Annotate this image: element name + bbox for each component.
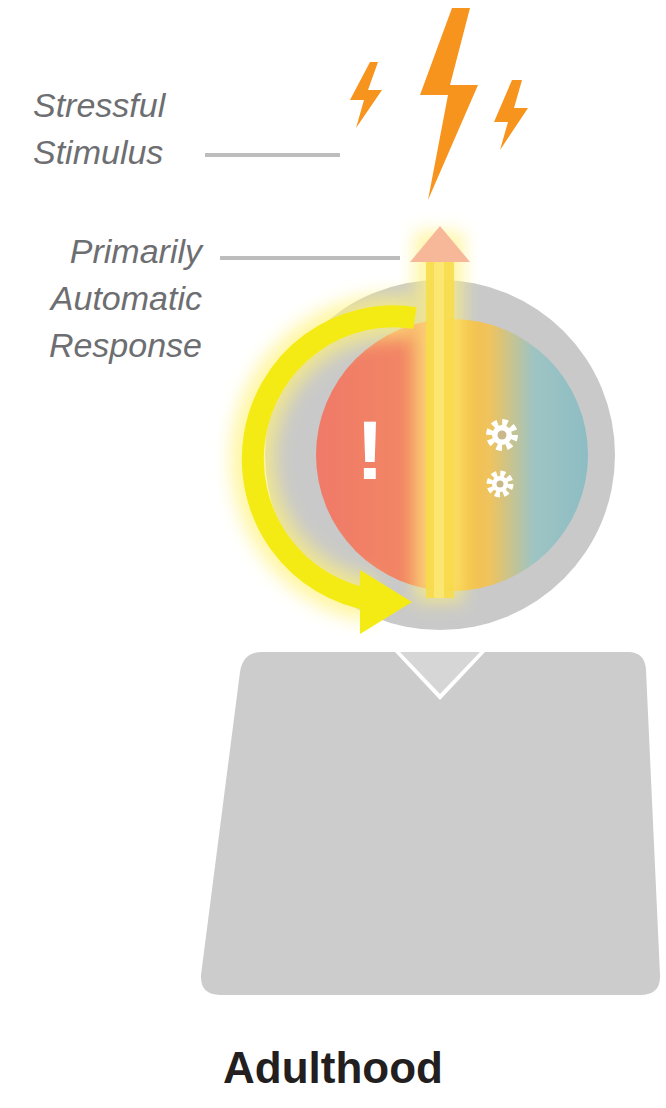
response-arrow (434, 258, 444, 598)
arrow-head (410, 226, 470, 262)
neck-notch (400, 652, 480, 694)
lightning-bolt (350, 62, 382, 128)
response-arrow (426, 258, 454, 598)
response-label: Primarily Automatic Response (10, 228, 202, 369)
arrow-glow (253, 316, 415, 600)
loop-arrow (253, 316, 415, 600)
leader-line (205, 153, 340, 157)
arrow-glow (415, 232, 463, 602)
gear-symbol (490, 474, 510, 494)
body-silhouette (201, 652, 660, 995)
caption: Adulthood (0, 1042, 666, 1094)
gear-symbol (490, 423, 514, 447)
leader-line (220, 256, 400, 260)
lightning-bolt (494, 80, 528, 150)
neck-notch (395, 652, 485, 700)
arrow-head (360, 570, 412, 634)
alert-symbol: ! (340, 400, 400, 500)
stimulus-label: Stressful Stimulus (33, 82, 208, 176)
lightning-bolt (420, 8, 478, 200)
